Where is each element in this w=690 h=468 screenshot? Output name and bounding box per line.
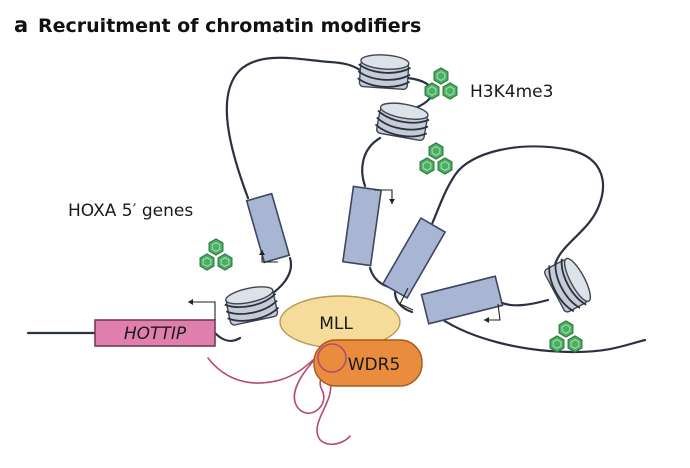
dna-wrap [358,63,411,74]
methyl-hexagon-inner [211,241,221,253]
methyl-hexagon-inner [436,70,446,82]
dna-top-left-loop [225,56,362,200]
hoxa-gene-2 [341,185,383,267]
nucleosome-upper-middle [374,102,430,142]
gene1-arrowhead [259,250,265,255]
methyl-hexagon [558,320,574,338]
h3k4me3-label: H3K4me3 [470,82,553,102]
hottip-box [94,319,216,347]
methyl-hexagon-inner [440,160,450,172]
hoxa-gene-1 [245,192,291,264]
gene-box [420,275,504,325]
nucleosome-left [224,286,280,326]
hottip-gene: HOTTIP [94,299,216,347]
methyl-hexagon [199,253,215,271]
gene4-tss-arrow [484,303,501,321]
dna-top-right-loop [430,145,605,267]
h3k4me3-mark-middle [419,142,453,175]
panel-title: a Recruitment of chromatin modifiers [14,13,421,37]
histone-top-face [379,102,429,120]
dna-wrap [357,77,411,88]
histone-top-face [225,286,274,305]
methyl-hexagon [437,157,453,175]
dna-to-gene4 [498,298,550,307]
methyl-hexagon [419,157,435,175]
hoxa-gene-3 [381,216,447,300]
dna-wrap [554,262,581,309]
gene-box [381,216,447,300]
rna-binding-loop [317,343,347,373]
gene4-arrowhead [484,317,489,323]
methyl-hexagon [208,238,224,256]
dna-wrap [225,299,278,315]
dna-right-tail [438,316,647,354]
nucleosome-right [543,257,592,313]
hottip-arrowhead [188,299,193,305]
methyl-hexagon [549,335,565,353]
methyl-hexagon-inner [202,256,212,268]
dna-wrap [548,265,575,313]
hoxa-gene-4 [420,275,504,325]
methyl-hexagon-inner [220,256,230,268]
methyl-hexagon-inner [552,338,562,350]
h3k4me3-mark-top [424,67,458,100]
methyl-hexagon-inner [445,85,455,97]
histone-top-face [563,257,592,303]
dna-wrap [377,109,430,124]
methyl-hexagon [424,82,440,100]
h3k4me3-marks [199,67,583,353]
dna-wrap [376,116,429,131]
nucleosomes [224,54,592,326]
h3k4me3-mark-left [199,238,233,271]
histone-top-face [360,54,410,70]
mll-label: MLL [319,314,353,334]
panel-letter: a [14,13,28,37]
methyl-hexagon [433,67,449,85]
dna-wrap [374,123,428,138]
dna-wrap [357,70,411,81]
dna-wrap [227,306,280,322]
gene2-arrowhead [389,199,395,204]
methyl-hexagon [217,253,233,271]
methyl-hexagon-inner [570,338,580,350]
dna-to-gene2 [361,136,382,188]
nucleosome-top [357,54,411,91]
panel-title-text: Recruitment of chromatin modifiers [38,15,421,37]
hoxa-genes [245,185,504,325]
wdr5-protein [313,339,423,387]
mll-wdr5-complex: MLL WDR5 [279,295,423,387]
dna-hottip-to-nucleosome [213,331,242,342]
gene3-tss-arrow [399,287,414,311]
methyl-hexagon-inner [427,85,437,97]
wdr5-label: WDR5 [348,355,401,375]
hottip-tss-arrow [188,301,216,320]
methyl-hexagon-inner [422,160,432,172]
methyl-hexagon-inner [561,323,571,335]
dna-gene3-foot [393,290,414,314]
gene-box [245,192,291,264]
methyl-hexagon [442,82,458,100]
methyl-hexagon [567,335,583,353]
hottip-rna-transcript [207,355,351,446]
gene-box [341,185,383,267]
dna-wrap [224,293,277,308]
h3k4me3-mark-right [549,320,583,353]
dna-wrap [560,258,587,306]
hottip-label: HOTTIP [124,324,187,344]
hoxa-genes-label: HOXA 5′ genes [68,201,193,221]
methyl-hexagon [428,142,444,160]
methyl-hexagon-inner [431,145,441,157]
